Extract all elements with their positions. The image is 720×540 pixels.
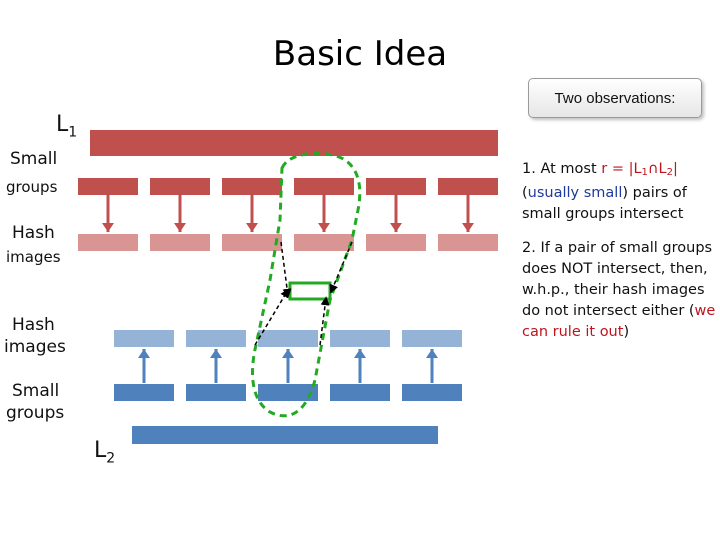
bottom-small-group-block [402, 384, 462, 401]
bottom-up-arrow-head [282, 349, 294, 358]
bottom-small-group-block [186, 384, 246, 401]
dashed-arrow-3 [254, 288, 289, 346]
top-down-arrow-head [174, 223, 186, 232]
r-equals-intersection: r = |L1∩L2| [601, 161, 678, 178]
bottom-hash-arrows [138, 349, 438, 383]
bottom-up-arrow-head [426, 349, 438, 358]
l2-bar [132, 426, 438, 444]
bottom-up-arrow-head [138, 349, 150, 358]
l1-letter: L [56, 112, 69, 137]
top-small-groups [78, 178, 498, 195]
top-small-group-block [78, 178, 138, 195]
top-hash-image-block [438, 234, 498, 251]
bottom-small-group-block [114, 384, 174, 401]
hash-images-bottom-label: Hash images [4, 315, 66, 357]
top-hash-images [78, 234, 498, 251]
top-down-arrow-head [462, 223, 474, 232]
top-hash-image-block [366, 234, 426, 251]
l2-subscript: 2 [106, 450, 116, 467]
top-small-group-block [438, 178, 498, 195]
usually-small-text: usually small [527, 185, 623, 201]
small-groups-top-label-2: groups [6, 178, 58, 196]
small-groups-top-label: Small [10, 149, 58, 169]
l1-bar [90, 130, 498, 156]
top-small-group-block [222, 178, 282, 195]
top-down-arrow-head [318, 223, 330, 232]
hash-images-top-label-2: images [6, 248, 61, 266]
top-hash-image-block [294, 234, 354, 251]
l1-subscript: 1 [68, 124, 78, 141]
l2-label: L2 [94, 440, 115, 469]
callout-label: Two observations: [554, 89, 676, 107]
small-groups-bottom-label: Small groups [6, 381, 65, 423]
dashed-arrow-1 [280, 241, 292, 298]
bottom-small-group-block [330, 384, 390, 401]
bottom-hash-image-block [402, 330, 462, 347]
top-small-group-block [150, 178, 210, 195]
bottom-hash-image-block [186, 330, 246, 347]
top-hash-arrows [102, 195, 474, 232]
observations-callout: Two observations: [528, 78, 702, 118]
top-hash-image-block [78, 234, 138, 251]
intersecting-pair-loop [251, 151, 362, 418]
l2-letter: L [94, 438, 107, 463]
dashed-arrow-2 [329, 241, 353, 294]
rule-out-text: we can rule it out [522, 303, 716, 340]
bottom-up-arrow-head [210, 349, 222, 358]
bottom-small-group-block [258, 384, 318, 401]
top-down-arrow-head [102, 223, 114, 232]
top-small-group-block [294, 178, 354, 195]
bottom-hash-image-block [258, 330, 318, 347]
top-hash-image-block [150, 234, 210, 251]
top-hash-image-block [222, 234, 282, 251]
intersection-box [288, 281, 332, 301]
observation-2: 2. If a pair of small groups does NOT in… [522, 240, 716, 340]
l1-label: L1 [56, 114, 77, 143]
top-down-arrow-head [246, 223, 258, 232]
bottom-hash-image-block [114, 330, 174, 347]
top-down-arrow-head [390, 223, 402, 232]
observation-1: 1. At most r = |L1∩L2| (usually small) p… [522, 161, 687, 222]
bottom-up-arrow-head [354, 349, 366, 358]
hash-images-top-label: Hash [12, 223, 55, 243]
bottom-hash-image-block [330, 330, 390, 347]
top-small-group-block [366, 178, 426, 195]
dashed-arrow-4 [319, 296, 330, 346]
bottom-hash-images [114, 330, 462, 347]
bottom-small-groups [114, 384, 462, 401]
page-title: Basic Idea [272, 34, 448, 74]
